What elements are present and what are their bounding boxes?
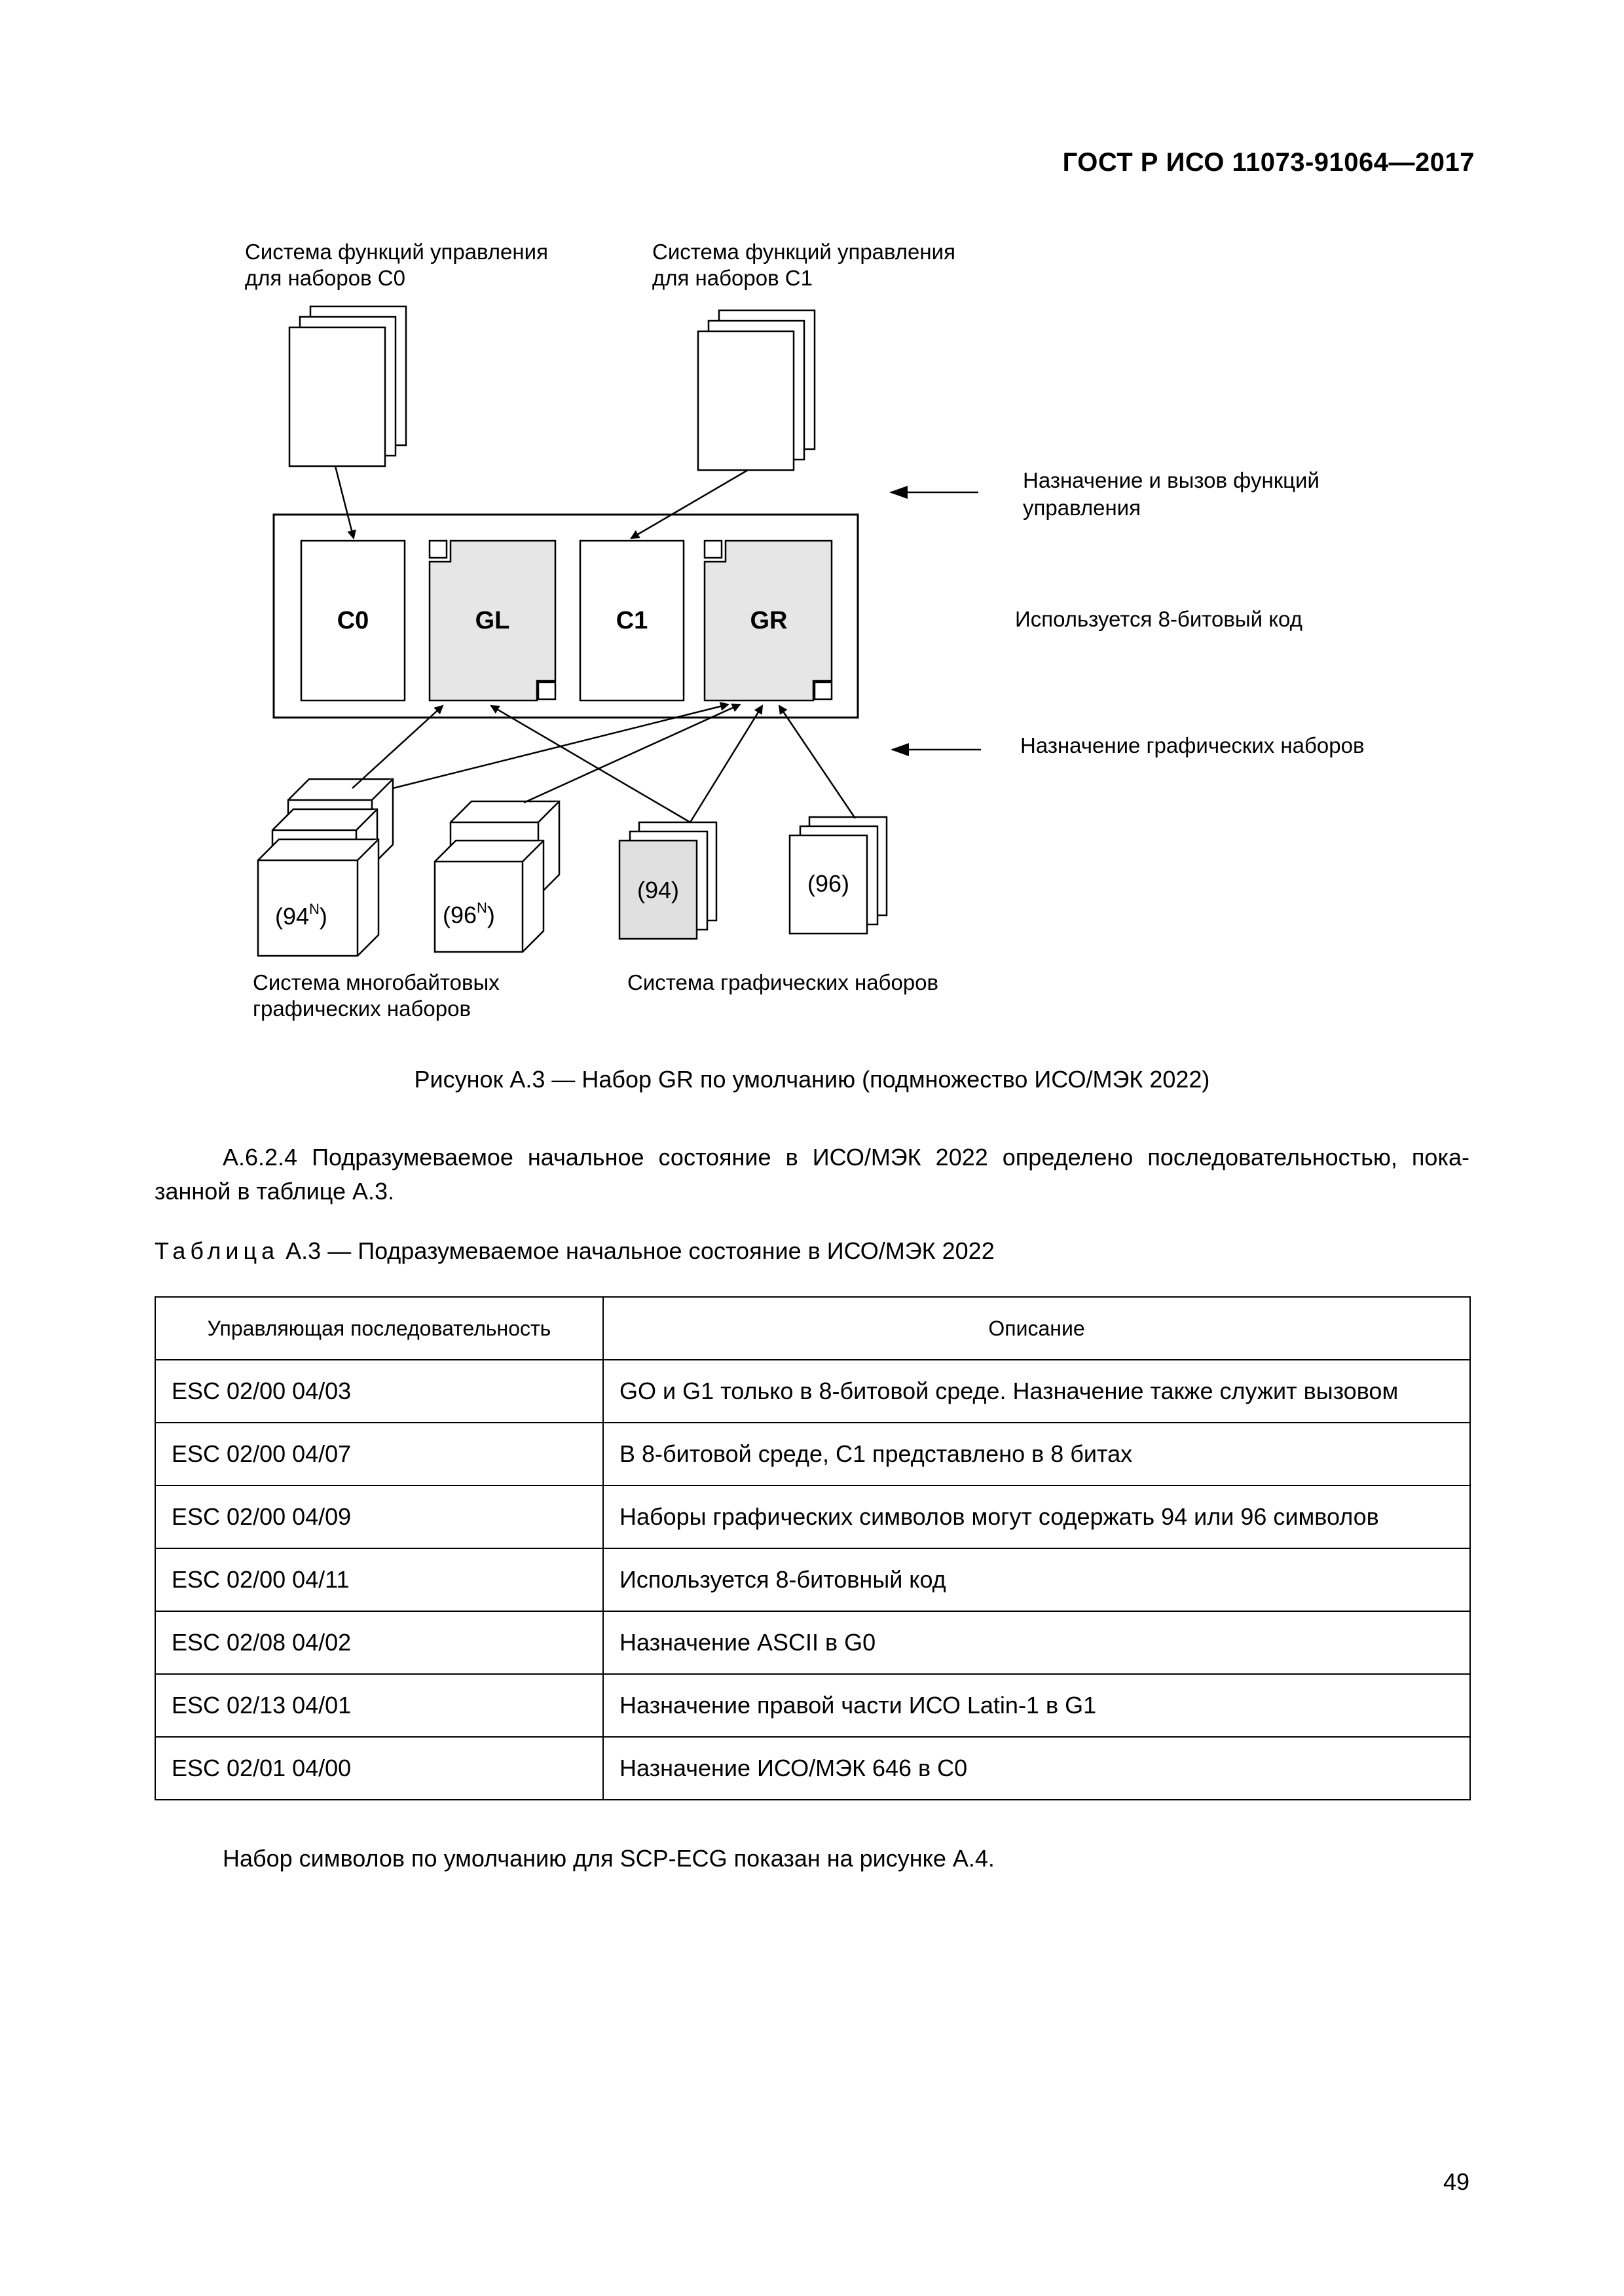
eight-bit-label: Используется 8-битовый код bbox=[1015, 607, 1302, 631]
c1-function-pages bbox=[697, 309, 816, 471]
table-cell-sequence: ESC 02/13 04/01 bbox=[155, 1673, 604, 1738]
figure-a3-diagram: Система функций управления для наборов С… bbox=[245, 240, 1365, 1021]
table-cell-description: Назначение ASCII в G0 bbox=[602, 1611, 1471, 1675]
table-cell-sequence: ESC 02/00 04/11 bbox=[155, 1548, 604, 1612]
table-title: Таблица А.3 — Подразумеваемое начальное … bbox=[155, 1237, 995, 1265]
table-header-description: Описание bbox=[602, 1296, 1471, 1360]
96n-to-gr-arrow bbox=[523, 703, 741, 804]
figure-caption: Рисунок А.3 — Набор GR по умолчанию (под… bbox=[414, 1066, 1210, 1093]
table-header-row: Управляющая последовательность Описание bbox=[155, 1296, 1471, 1360]
94-to-gr-arrow bbox=[689, 704, 764, 823]
94-to-gl-arrow bbox=[490, 704, 691, 824]
multibyte-94n-label: (94N) bbox=[275, 901, 327, 930]
c1-box bbox=[579, 539, 685, 702]
control-sequence-table: Управляющая последовательность Описание … bbox=[155, 1296, 1471, 1800]
table-title-rest: А.3 — Подразумеваемое начальное состояни… bbox=[279, 1237, 995, 1264]
c1-system-label-line2: для наборов С1 bbox=[652, 266, 813, 290]
document-code: ГОСТ Р ИСО 11073-91064—2017 bbox=[1062, 148, 1475, 177]
multibyte-94n-set bbox=[257, 778, 394, 957]
gl-notch-bottom bbox=[537, 681, 557, 701]
table-title-prefix: Таблица bbox=[155, 1237, 280, 1264]
graphic-system-label: Система графических наборов bbox=[627, 970, 938, 994]
table-cell-sequence: ESC 02/00 04/09 bbox=[155, 1485, 604, 1549]
multibyte-system-label-line2: графических наборов bbox=[253, 996, 471, 1021]
gl-notch-top bbox=[428, 539, 448, 559]
table-cell-description: Назначение правой части ИСО Latin-1 в G1 bbox=[602, 1673, 1471, 1738]
table-cell-sequence: ESC 02/01 04/00 bbox=[155, 1736, 604, 1800]
gr-box-label: GR bbox=[750, 607, 788, 634]
table-cell-description: В 8-битовой среде, C1 представлено в 8 б… bbox=[602, 1422, 1471, 1486]
c1-box-label: C1 bbox=[616, 607, 648, 634]
c0-function-pages bbox=[288, 305, 407, 467]
multibyte-system-label-line1: Система многобайтовых bbox=[253, 970, 500, 994]
table-cell-description: GO и G1 только в 8-битовой среде. Назнач… bbox=[602, 1359, 1471, 1423]
table-cell-description: Используется 8-битовный код bbox=[602, 1548, 1471, 1612]
closing-paragraph: Набор символов по умолчанию для SCP-ECG … bbox=[223, 1845, 995, 1872]
table-cell-description: Назначение ИСО/МЭК 646 в C0 bbox=[602, 1736, 1471, 1800]
gl-box bbox=[428, 539, 557, 702]
c1-system-label-line1: Система функций управления bbox=[652, 240, 955, 264]
table-header-sequence: Управляющая последовательность bbox=[155, 1296, 604, 1360]
assign-call-label-line2: управления bbox=[1023, 496, 1141, 520]
c0-system-label-line1: Система функций управления bbox=[245, 240, 548, 264]
c0-box bbox=[300, 539, 406, 702]
c0-system-label-line2: для наборов С0 bbox=[245, 266, 405, 290]
c0-box-label: C0 bbox=[337, 607, 369, 634]
body-paragraph: А.6.2.4 Подразумеваемое начальное состоя… bbox=[155, 1144, 1469, 1205]
gr-notch-bottom bbox=[813, 681, 833, 701]
table-cell-sequence: ESC 02/00 04/03 bbox=[155, 1359, 604, 1423]
gl-box-label: GL bbox=[475, 607, 510, 634]
table-cell-sequence: ESC 02/00 04/07 bbox=[155, 1422, 604, 1486]
table-cell-sequence: ESC 02/08 04/02 bbox=[155, 1611, 604, 1675]
multibyte-96n-set bbox=[434, 800, 561, 953]
page-number: 49 bbox=[1443, 2168, 1469, 2195]
multibyte-96n-label: (96N) bbox=[443, 900, 495, 928]
gr-box bbox=[703, 539, 833, 702]
assign-call-label-line1: Назначение и вызов функций bbox=[1023, 468, 1320, 492]
graphic-94-set bbox=[618, 821, 718, 940]
94n-to-gl-arrow bbox=[352, 704, 444, 789]
graphic-96-label: (96) bbox=[807, 870, 849, 897]
table-cell-description: Наборы графических символов могут содерж… bbox=[602, 1485, 1471, 1549]
96-to-gr-arrow bbox=[778, 704, 857, 819]
graphic-96-set bbox=[788, 816, 888, 935]
c0-pages-to-c0-arrow bbox=[334, 465, 356, 539]
c1-pages-to-c1-arrow bbox=[630, 469, 748, 539]
graphic-94-label: (94) bbox=[637, 877, 679, 903]
assign-graphic-label: Назначение графических наборов bbox=[1020, 733, 1365, 757]
gr-notch-top bbox=[703, 539, 723, 559]
